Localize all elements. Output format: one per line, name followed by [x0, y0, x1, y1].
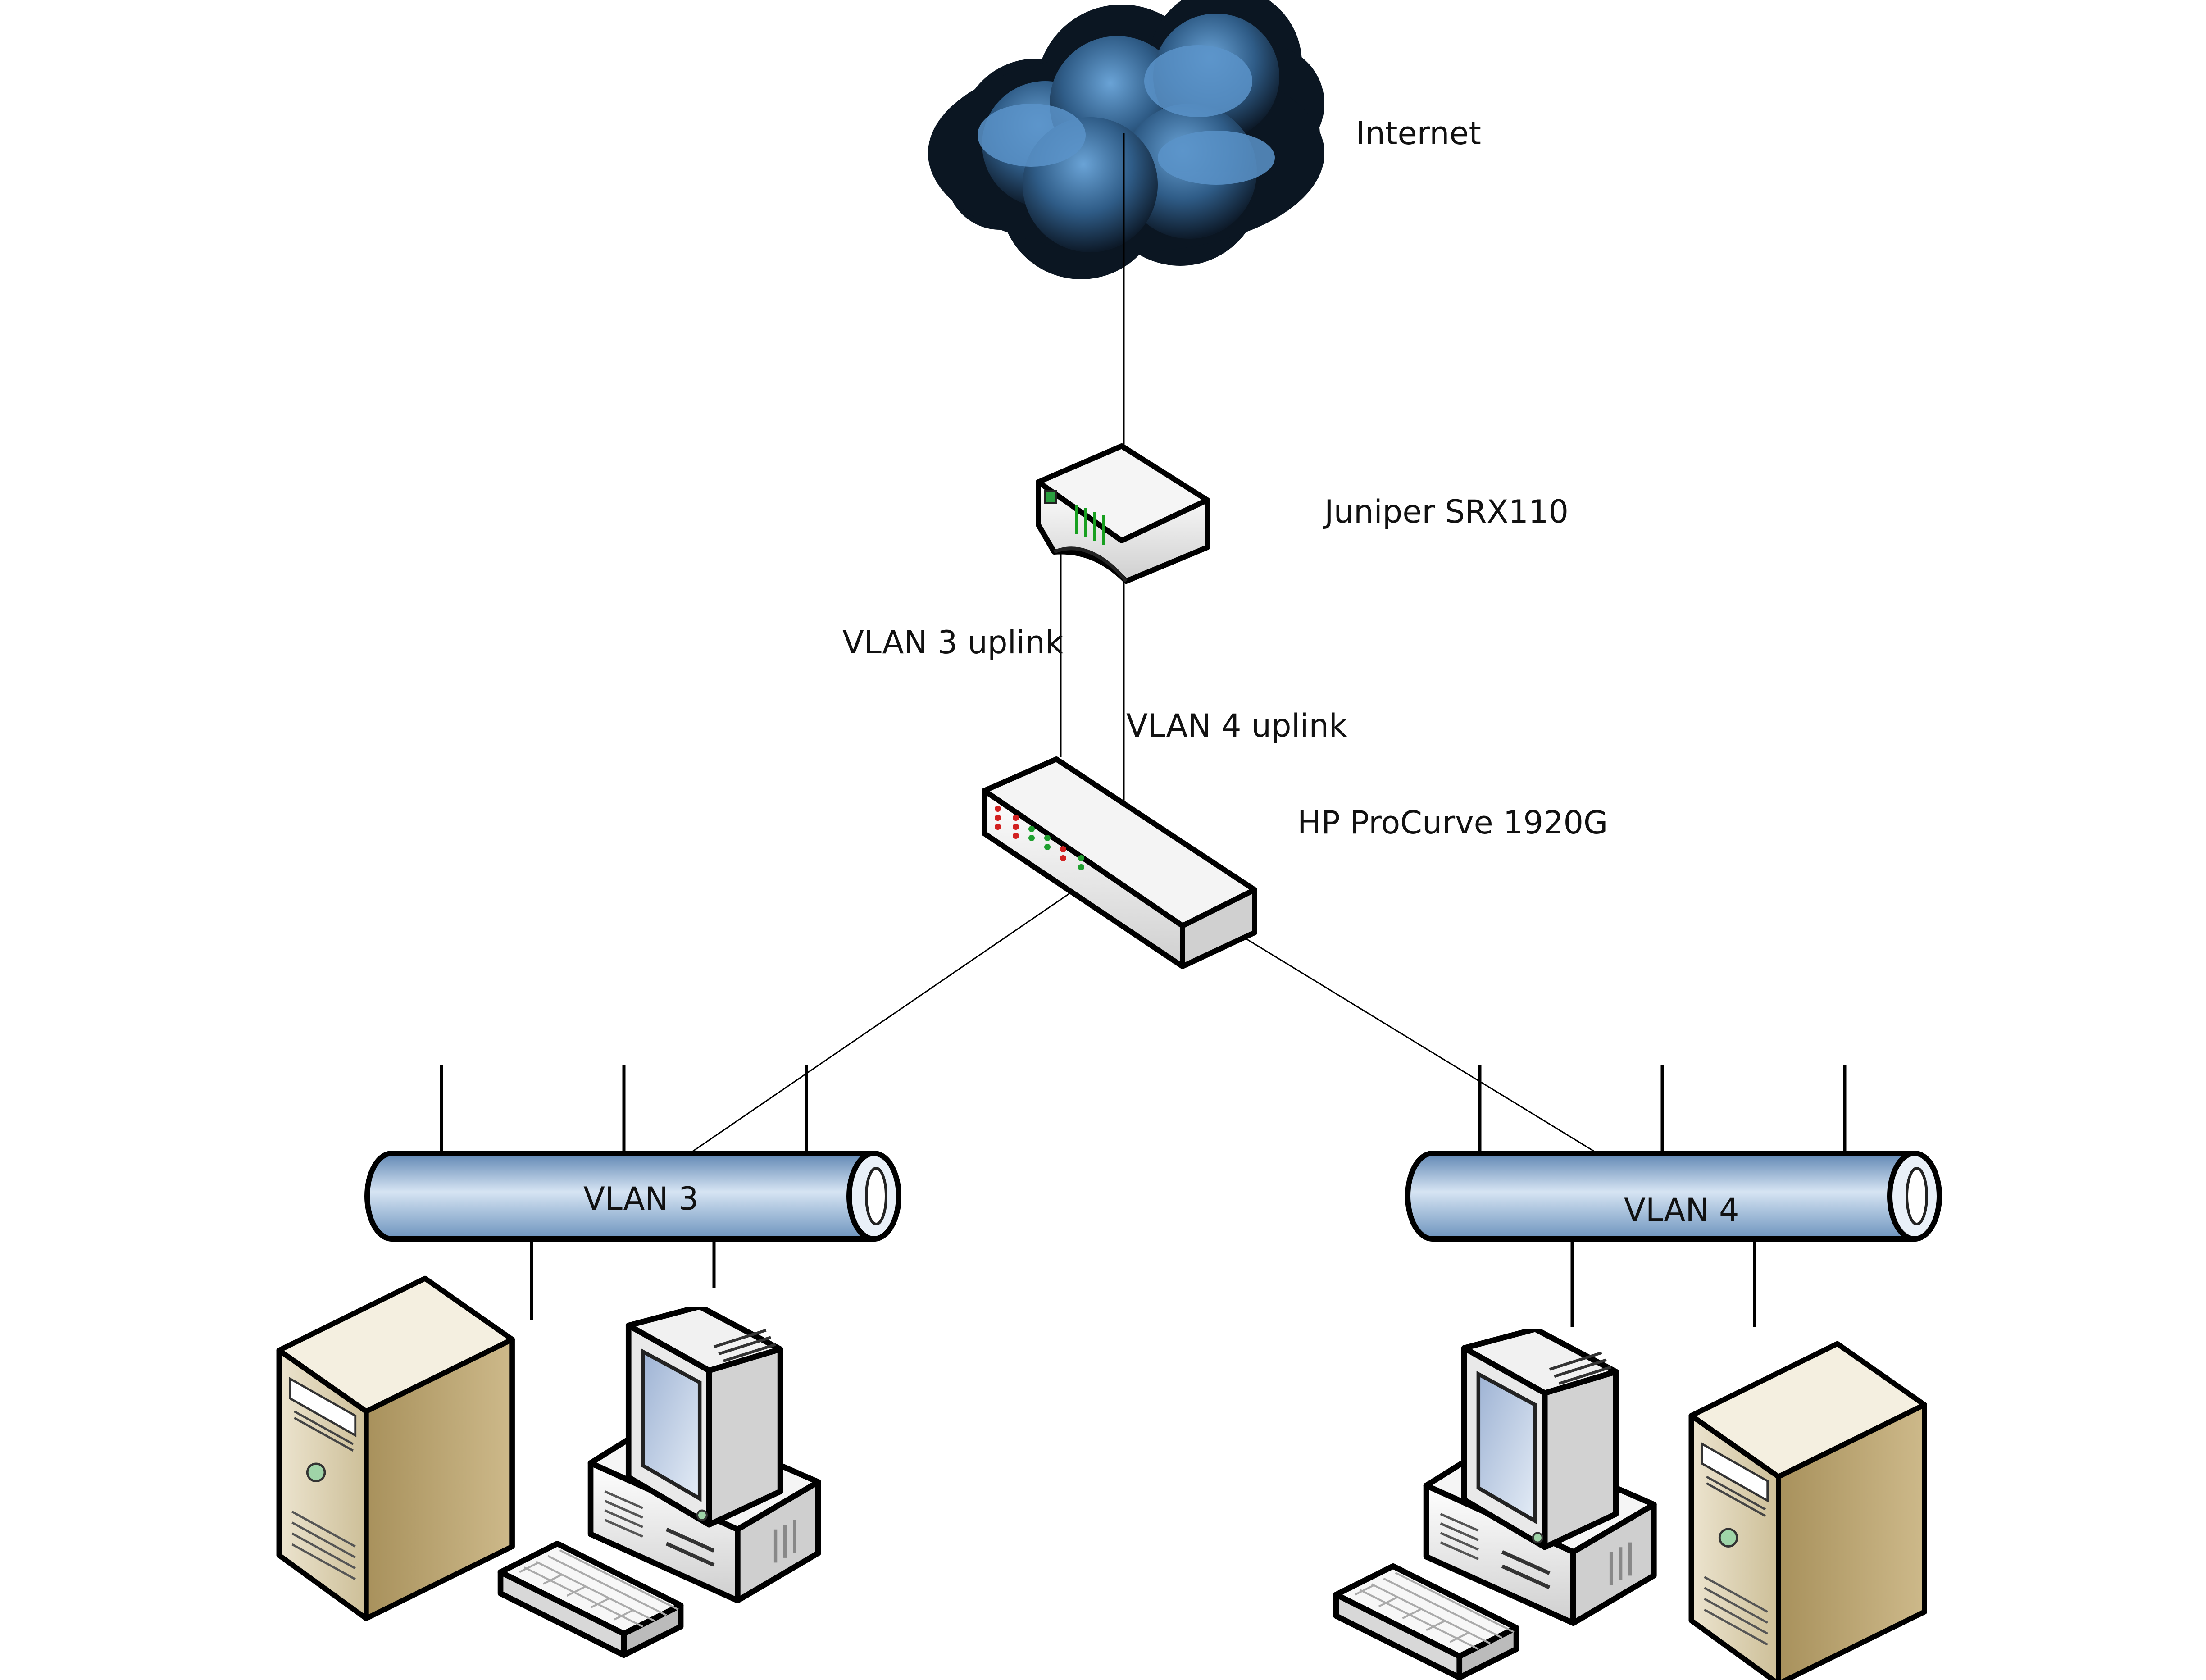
bus-icon [364, 1151, 901, 1242]
vlan4-uplink-label: VLAN 4 uplink [1126, 707, 1347, 744]
workstation-icon[interactable] [500, 1307, 818, 1655]
vlan4-bus [1405, 1065, 1942, 1327]
cloud-icon [928, 0, 1324, 279]
switch-vlan3-link [623, 875, 1095, 1199]
router-icon[interactable] [1036, 443, 1210, 584]
server-tower-icon[interactable] [279, 1279, 512, 1619]
workstation-icon[interactable] [1336, 1329, 1654, 1678]
vlan3-uplink-label: VLAN 3 uplink [842, 624, 1064, 661]
router-label: Juniper SRX110 [1323, 493, 1569, 530]
vlan4-label: VLAN 4 [1624, 1192, 1739, 1229]
bus-icon [1405, 1151, 1942, 1242]
switch-icon[interactable] [982, 756, 1257, 969]
switch-leds [995, 806, 1084, 870]
switch-label: HP ProCurve 1920G [1297, 804, 1608, 841]
vlan3-bus [364, 1065, 901, 1320]
connections [623, 133, 1672, 1199]
internet-label: Internet [1356, 115, 1481, 152]
server-tower-icon[interactable] [1691, 1344, 1924, 1680]
vlan3-label: VLAN 3 [583, 1180, 699, 1217]
